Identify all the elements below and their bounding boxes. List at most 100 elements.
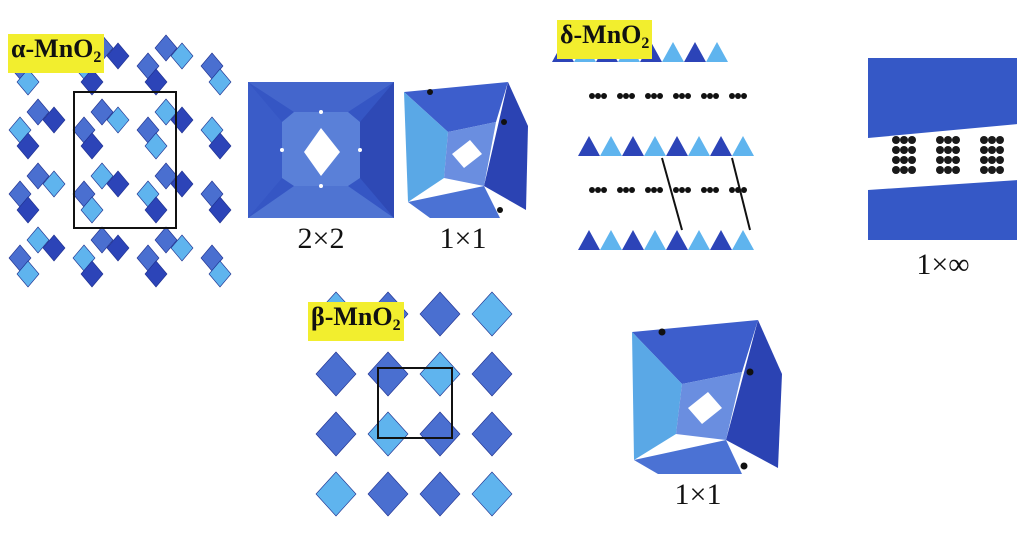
cation-dot	[729, 93, 735, 99]
cation-dot	[601, 93, 607, 99]
cation-dot	[589, 187, 595, 193]
octahedron	[471, 291, 513, 337]
octahedral-sheet-tile	[662, 42, 684, 62]
intercalated-cation	[936, 146, 944, 154]
cation-dot	[707, 187, 713, 193]
octahedron	[419, 351, 461, 397]
intercalated-cation	[980, 136, 988, 144]
intercalated-cation	[936, 156, 944, 164]
octahedron	[106, 42, 130, 70]
octahedral-sheet-tile	[732, 230, 754, 250]
octahedral-sheet-tile	[710, 230, 732, 250]
octahedron	[170, 234, 194, 262]
upper-sheet	[868, 58, 1017, 138]
intercalated-cation	[996, 136, 1004, 144]
octahedron	[367, 411, 409, 457]
alpha-1x1-tunnel-view	[404, 82, 528, 218]
octahedron	[90, 98, 114, 126]
octahedral-sheet-tile	[600, 230, 622, 250]
octahedron	[80, 68, 104, 96]
intercalated-cation	[892, 156, 900, 164]
octahedron	[367, 351, 409, 397]
octahedral-sheet-tile	[600, 136, 622, 156]
cation-dot	[617, 187, 623, 193]
unit-cell-outline	[73, 91, 177, 229]
octahedral-sheet-tile	[684, 42, 706, 62]
intercalated-cation	[944, 166, 952, 174]
intercalated-cation	[900, 136, 908, 144]
cation-dot	[701, 93, 707, 99]
octahedral-sheet-tile	[622, 136, 644, 156]
octahedral-sheet-tile	[578, 136, 600, 156]
octahedron	[90, 226, 114, 254]
octahedron	[26, 226, 50, 254]
intercalated-cation	[996, 146, 1004, 154]
cation-dot	[595, 93, 601, 99]
cation-dot	[645, 187, 651, 193]
delta-1xinf-tunnel-view	[868, 58, 1017, 240]
octahedral-sheet-tile	[578, 230, 600, 250]
octahedron	[16, 196, 40, 224]
octahedron	[315, 351, 357, 397]
delta-1xinf-caption: 1×∞	[916, 248, 970, 281]
octahedron	[42, 170, 66, 198]
cation-dot	[701, 187, 707, 193]
octahedron	[42, 106, 66, 134]
intercalated-cation	[996, 156, 1004, 164]
octahedron	[170, 42, 194, 70]
intercalated-cation	[900, 156, 908, 164]
cation-dot	[679, 93, 685, 99]
delta-mno2-layers	[552, 42, 754, 250]
intercalated-cation	[952, 166, 960, 174]
cation-dot	[741, 187, 747, 193]
octahedral-sheet-tile	[688, 136, 710, 156]
octahedron	[144, 196, 168, 224]
octahedron	[419, 411, 461, 457]
octahedron	[208, 196, 232, 224]
octahedron	[208, 260, 232, 288]
cation-dot	[679, 187, 685, 193]
cation-dot	[651, 187, 657, 193]
octahedral-sheet-tile	[688, 230, 710, 250]
intercalated-cation	[944, 146, 952, 154]
octahedral-sheet-tile	[622, 230, 644, 250]
intercalated-cation	[908, 136, 916, 144]
octahedron	[144, 260, 168, 288]
octahedral-sheet-tile	[644, 230, 666, 250]
alpha-2x2-tunnel-view	[248, 82, 394, 218]
octahedral-sheet-tile	[706, 42, 728, 62]
intercalated-cation	[936, 136, 944, 144]
octahedron	[419, 291, 461, 337]
intercalated-cation	[996, 166, 1004, 174]
alpha-1x1-caption: 1×1	[439, 222, 487, 255]
octahedron	[144, 68, 168, 96]
octahedral-sheet-tile	[666, 230, 688, 250]
lower-sheet	[868, 180, 1017, 240]
cation-dot	[589, 93, 595, 99]
intercalated-cation	[944, 156, 952, 164]
octahedron	[16, 260, 40, 288]
octahedron	[154, 162, 178, 190]
unit-cell-edge	[731, 157, 751, 231]
octahedron	[208, 132, 232, 160]
octahedron	[106, 106, 130, 134]
alpha-mno2-label: α-MnO2	[8, 34, 105, 73]
octahedron	[80, 196, 104, 224]
beta-1x1-tunnel-view	[632, 320, 782, 474]
delta-mno2-label: δ-MnO2	[557, 20, 653, 59]
octahedral-sheet-tile	[710, 136, 732, 156]
octahedron	[90, 162, 114, 190]
octahedron	[80, 260, 104, 288]
octahedron	[471, 411, 513, 457]
unit-cell-edge	[661, 157, 683, 231]
octahedron	[42, 234, 66, 262]
cation-dot	[735, 93, 741, 99]
intercalated-cation	[980, 146, 988, 154]
cation-dot	[623, 93, 629, 99]
cation-dot	[729, 187, 735, 193]
octahedron	[208, 68, 232, 96]
octahedron	[26, 162, 50, 190]
intercalated-cation	[892, 166, 900, 174]
octahedron	[471, 351, 513, 397]
